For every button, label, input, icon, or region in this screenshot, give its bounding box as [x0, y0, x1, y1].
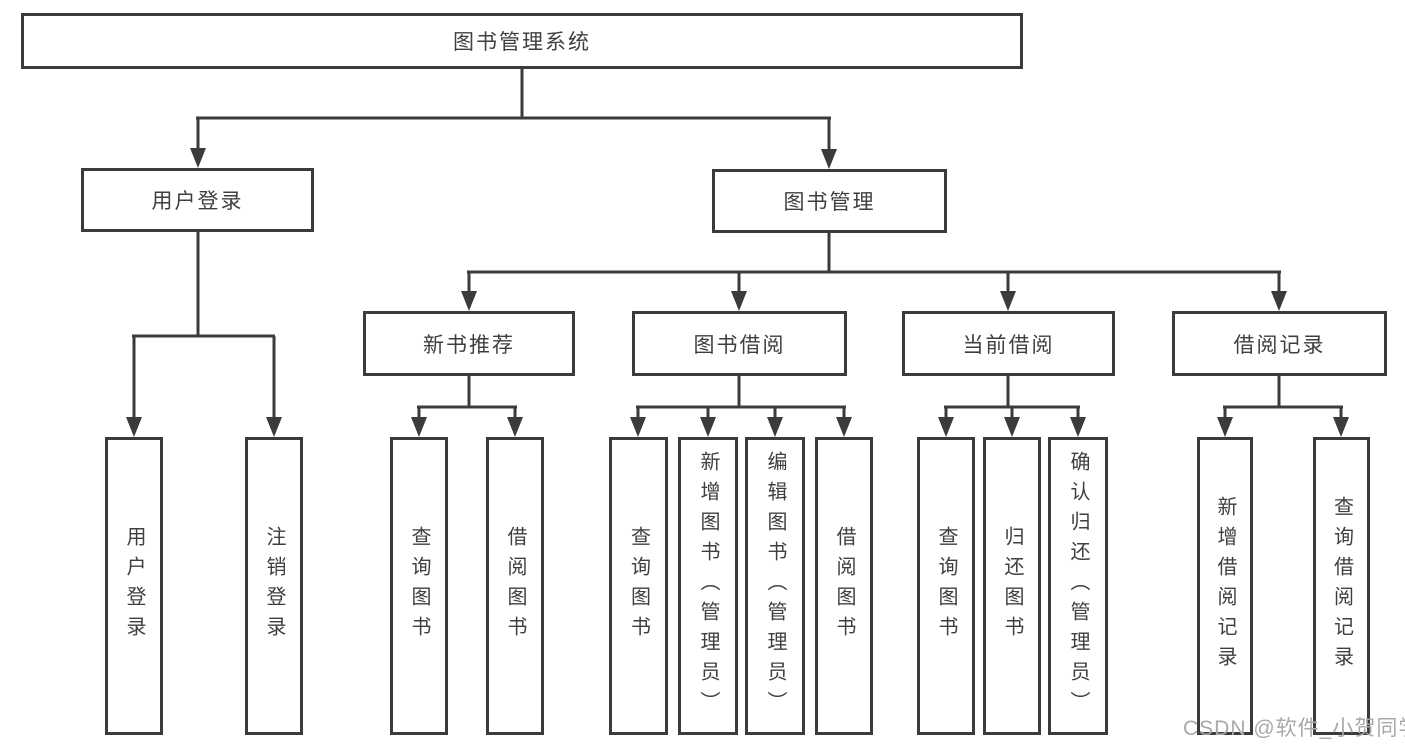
node-borrowing-records: 借阅记录: [1172, 311, 1387, 376]
node-leaf-logout: 注销登录: [245, 437, 303, 735]
node-current-query-books: 查询图书: [917, 437, 975, 735]
node-label: 用户登录: [123, 526, 145, 646]
node-label: 当前借阅: [962, 333, 1055, 357]
watermark-text: CSDN @软件_小贺同学: [1183, 717, 1405, 740]
node-leaf-user-login: 用户登录: [105, 437, 163, 735]
node-label: 归还图书: [1001, 526, 1023, 646]
node-current-return-books: 归还图书: [983, 437, 1041, 735]
node-book-management: 图书管理: [712, 169, 947, 233]
node-label: 注销登录: [263, 526, 285, 646]
node-label: 新书推荐: [423, 333, 515, 357]
node-book-borrowing: 图书借阅: [632, 311, 847, 376]
node-borrowing-borrow-books: 借阅图书: [815, 437, 873, 735]
node-user-login: 用户登录: [81, 168, 314, 232]
node-label: 新增借阅记录: [1214, 496, 1236, 676]
node-label: 确认归还（管理员）: [1067, 451, 1089, 721]
node-new-book-recommendation: 新书推荐: [363, 311, 575, 376]
node-label: 查询图书: [627, 526, 650, 646]
node-library-management-system: 图书管理系统: [21, 13, 1023, 69]
node-label: 借阅图书: [833, 526, 855, 646]
node-label: 查询图书: [408, 526, 430, 646]
node-borrowing-edit-books-admin: 编辑图书（管理员）: [745, 437, 805, 735]
node-label: 查询图书: [935, 526, 957, 646]
node-label: 查询借阅记录: [1330, 496, 1353, 676]
node-label: 图书管理系统: [453, 31, 591, 54]
node-records-add-borrow-record: 新增借阅记录: [1197, 437, 1253, 735]
node-label: 用户登录: [151, 190, 244, 213]
node-label: 借阅记录: [1233, 333, 1326, 357]
node-label: 新增图书（管理员）: [697, 451, 719, 721]
node-label: 图书管理: [783, 191, 876, 214]
node-current-borrowing: 当前借阅: [902, 311, 1115, 376]
node-newbook-query-books: 查询图书: [390, 437, 448, 735]
node-records-query-borrow-record: 查询借阅记录: [1313, 437, 1370, 735]
node-newbook-borrow-books: 借阅图书: [486, 437, 544, 735]
node-borrowing-add-books-admin: 新增图书（管理员）: [678, 437, 738, 735]
node-label: 图书借阅: [693, 333, 786, 357]
node-current-confirm-return-admin: 确认归还（管理员）: [1048, 437, 1108, 735]
node-label: 编辑图书（管理员）: [764, 451, 786, 721]
node-label: 借阅图书: [504, 526, 526, 646]
node-borrowing-query-books: 查询图书: [609, 437, 668, 735]
